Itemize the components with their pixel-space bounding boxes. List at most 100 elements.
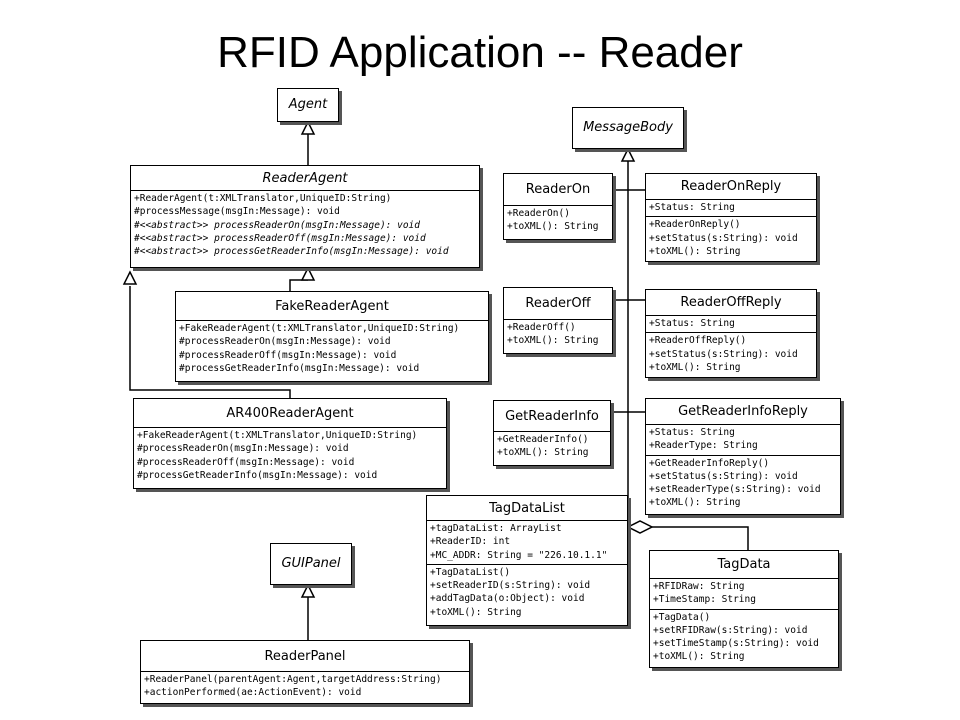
generalization-fakereaderagent-readeragent: [289, 279, 308, 291]
methods-compartment: +GetReaderInfo() +toXML(): String: [494, 431, 610, 462]
class-name: GUIPanel: [281, 556, 341, 571]
class-readeronreply: ReaderOnReply +Status: String +ReaderOnR…: [645, 173, 817, 262]
attributes-compartment: +RFIDRaw: String +TimeStamp: String: [650, 578, 838, 609]
method: +ReaderAgent(t:XMLTranslator,UniqueID:St…: [134, 193, 392, 204]
attribute: +tagDataList: ArrayList: [430, 523, 562, 534]
attribute: +TimeStamp: String: [653, 594, 756, 606]
method: +setStatus(s:String): void: [649, 348, 798, 360]
method: +addTagData(o:Object): void: [430, 593, 585, 605]
attributes-compartment: +Status: String: [646, 315, 816, 332]
method: +setStatus(s:String): void: [649, 232, 798, 244]
attributes-compartment: +Status: String: [646, 199, 816, 216]
class-name: ReaderOn: [525, 182, 591, 197]
attributes-compartment: +Status: String +ReaderType: String: [646, 424, 840, 455]
class-name: Agent: [288, 97, 328, 112]
method: #<<abstract>> processReaderOn(msgIn:Mess…: [134, 219, 420, 231]
method: +ReaderOffReply(): [649, 335, 747, 347]
class-name: ReaderPanel: [264, 648, 346, 664]
method: +setTimeStamp(s:String): void: [653, 638, 819, 650]
aggregation-diamond: [626, 520, 654, 534]
method: +GetReaderInfoReply(): [649, 457, 770, 469]
class-name: TagDataList: [489, 500, 565, 516]
method: #processReaderOn(msgIn:Message): void: [137, 443, 349, 455]
method: #processReaderOn(msgIn:Message): void: [179, 336, 391, 348]
method: #processGetReaderInfo(msgIn:Message): vo…: [137, 469, 378, 481]
class-name: ReaderOffReply: [680, 295, 782, 310]
method: +toXML(): String: [507, 335, 599, 347]
method: +setReaderID(s:String): void: [430, 580, 591, 592]
inheritance-arrowhead: [620, 147, 636, 162]
attribute: +ReaderType: String: [649, 440, 758, 452]
method: #processGetReaderInfo(msgIn:Message): vo…: [179, 362, 420, 374]
class-getreaderinforeply: GetReaderInfoReply +Status: String +Read…: [645, 398, 841, 515]
attributes-compartment: +tagDataList: ArrayList +ReaderID: int +…: [427, 520, 627, 564]
methods-compartment: +ReaderOn() +toXML(): String: [504, 205, 612, 236]
slide-title: RFID Application -- Reader: [217, 28, 743, 77]
methods-compartment: +FakeReaderAgent(t:XMLTranslator,UniqueI…: [134, 427, 446, 484]
attribute: +Status: String: [649, 202, 735, 213]
attribute: +Status: String: [649, 427, 735, 438]
method: #<<abstract>> processGetReaderInfo(msgIn…: [134, 246, 449, 258]
attribute: +MC_ADDR: String = "226.10.1.1": [430, 549, 608, 561]
methods-compartment: +ReaderPanel(parentAgent:Agent,targetAdd…: [141, 671, 469, 702]
class-name: ReaderOnReply: [680, 179, 782, 194]
attribute: +Status: String: [649, 318, 735, 329]
class-messagebody: MessageBody: [572, 107, 684, 149]
method: #processReaderOff(msgIn:Message): void: [137, 456, 355, 468]
methods-compartment: +ReaderOffReply() +setStatus(s:String): …: [646, 332, 816, 376]
class-readeron: ReaderOn +ReaderOn() +toXML(): String: [503, 173, 613, 240]
aggregation-tagdatalist-tagdata: [652, 526, 749, 550]
class-guipanel: GUIPanel: [270, 543, 352, 585]
method: +toXML(): String: [430, 606, 522, 618]
method: +GetReaderInfo(): [497, 434, 589, 445]
method: +ReaderOff(): [507, 322, 576, 333]
method: +toXML(): String: [649, 245, 741, 257]
method: +FakeReaderAgent(t:XMLTranslator,UniqueI…: [137, 430, 418, 441]
class-readeroff: ReaderOff +ReaderOff() +toXML(): String: [503, 287, 613, 354]
method: +FakeReaderAgent(t:XMLTranslator,UniqueI…: [179, 323, 460, 334]
method: +ReaderOnReply(): [649, 219, 741, 231]
methods-compartment: +ReaderOff() +toXML(): String: [504, 319, 612, 350]
method: +actionPerformed(ae:ActionEvent): void: [144, 687, 362, 699]
method: #<<abstract>> processReaderOff(msgIn:Mes…: [134, 232, 426, 244]
method: #processMessage(msgIn:Message): void: [134, 206, 340, 218]
class-name: ReaderAgent: [262, 170, 348, 186]
inheritance-arrowhead: [300, 583, 316, 598]
method: +toXML(): String: [653, 651, 745, 663]
methods-compartment: +TagDataList() +setReaderID(s:String): v…: [427, 563, 627, 621]
inheritance-arrowhead: [122, 270, 138, 285]
class-agent: Agent: [277, 88, 339, 122]
method: +setRFIDRaw(s:String): void: [653, 624, 808, 636]
class-name: AR400ReaderAgent: [226, 405, 354, 421]
method: +toXML(): String: [649, 361, 741, 373]
attribute: +RFIDRaw: String: [653, 581, 745, 592]
class-name: FakeReaderAgent: [275, 298, 389, 314]
inheritance-arrowhead: [300, 120, 316, 135]
attribute: +ReaderID: int: [430, 536, 511, 548]
class-name: ReaderOff: [525, 296, 591, 311]
class-name: GetReaderInfo: [505, 408, 599, 424]
class-name: TagData: [717, 557, 771, 572]
methods-compartment: +FakeReaderAgent(t:XMLTranslator,UniqueI…: [176, 320, 488, 377]
class-tagdatalist: TagDataList +tagDataList: ArrayList +Rea…: [426, 495, 628, 626]
method: +toXML(): String: [507, 221, 599, 233]
method: +toXML(): String: [649, 497, 741, 509]
class-ar400readeragent: AR400ReaderAgent +FakeReaderAgent(t:XMLT…: [133, 398, 447, 489]
method: +ReaderOn(): [507, 208, 570, 219]
method: #processReaderOff(msgIn:Message): void: [179, 349, 397, 361]
method: +ReaderPanel(parentAgent:Agent,targetAdd…: [144, 674, 442, 685]
method: +setStatus(s:String): void: [649, 470, 798, 482]
methods-compartment: +ReaderAgent(t:XMLTranslator,UniqueID:St…: [131, 190, 479, 260]
method: +TagDataList(): [430, 566, 511, 578]
class-readerpanel: ReaderPanel +ReaderPanel(parentAgent:Age…: [140, 640, 470, 704]
class-tagdata: TagData +RFIDRaw: String +TimeStamp: Str…: [649, 550, 839, 668]
class-name: GetReaderInfoReply: [678, 404, 808, 419]
class-fakereaderagent: FakeReaderAgent +FakeReaderAgent(t:XMLTr…: [175, 291, 489, 382]
generalization-ar400readeragent-readeragent: [129, 286, 291, 398]
class-name: MessageBody: [583, 120, 673, 135]
method: +TagData(): [653, 611, 711, 623]
class-readeragent: ReaderAgent +ReaderAgent(t:XMLTranslator…: [130, 165, 480, 268]
inheritance-arrowhead: [300, 266, 316, 281]
methods-compartment: +ReaderOnReply() +setStatus(s:String): v…: [646, 216, 816, 260]
